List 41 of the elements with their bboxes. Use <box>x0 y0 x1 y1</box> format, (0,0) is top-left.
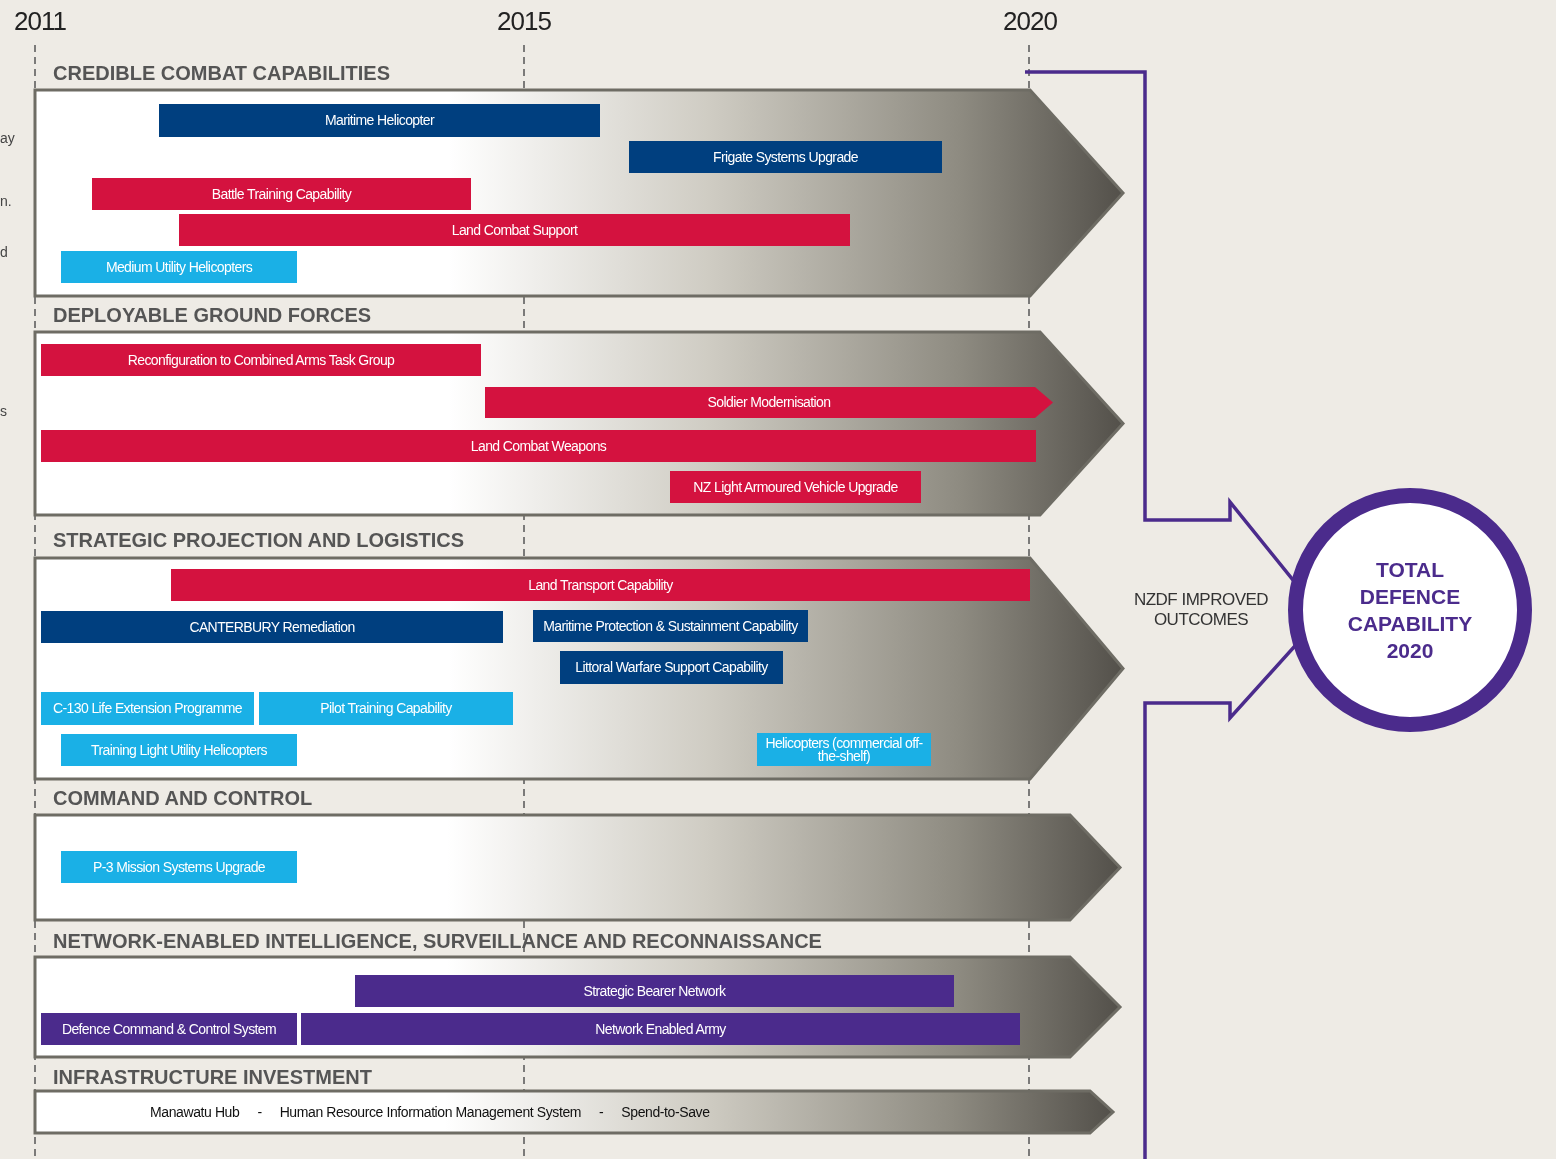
section-heading: NETWORK-ENABLED INTELLIGENCE, SURVEILLANCE AND RECONNAISSANCE <box>53 929 822 953</box>
project-bar: Reconfiguration to Combined Arms Task Group <box>41 344 481 376</box>
project-bar: Soldier Modernisation <box>485 387 1053 418</box>
project-bar: Battle Training Capability <box>92 178 471 210</box>
project-name: - <box>599 1104 604 1120</box>
section-heading: INFRASTRUCTURE INVESTMENT <box>53 1065 372 1089</box>
year-label: 2020 <box>1003 6 1057 37</box>
clipped-text: n. <box>0 193 12 209</box>
section-heading: DEPLOYABLE GROUND FORCES <box>53 303 372 327</box>
project-bar: C-130 Life Extension Programme <box>41 692 254 725</box>
project-bar: Land Combat Support <box>179 214 850 246</box>
project-bar: Maritime Protection & Sustainment Capability <box>533 610 808 642</box>
clipped-text: d <box>0 244 8 260</box>
project-bar: Defence Command & Control System <box>41 1013 297 1045</box>
project-bar: CANTERBURY Remediation <box>41 611 503 643</box>
project-bar: Helicopters (commercial off-the-shelf) <box>757 733 931 766</box>
outcome-label: NZDF IMPROVED OUTCOMES <box>1132 590 1270 630</box>
project-bar: Pilot Training Capability <box>259 692 513 725</box>
clipped-text: s <box>0 403 7 419</box>
clipped-text: ay <box>0 130 15 146</box>
section-heading: CREDIBLE COMBAT CAPABILITIES <box>53 61 391 85</box>
project-bar: Network Enabled Army <box>301 1013 1020 1045</box>
project-bar: Training Light Utility Helicopters <box>61 734 297 766</box>
project-bar: Frigate Systems Upgrade <box>629 141 942 173</box>
goal-circle: TOTAL DEFENCE CAPABILITY 2020 <box>1288 488 1532 732</box>
project-name: - <box>257 1104 262 1120</box>
project-bar: Littoral Warfare Support Capability <box>560 651 783 684</box>
section-heading: COMMAND AND CONTROL <box>53 786 313 810</box>
year-label: 2011 <box>14 6 66 37</box>
year-label: 2015 <box>497 6 551 37</box>
project-bar: Maritime Helicopter <box>159 104 600 137</box>
project-bar: Strategic Bearer Network <box>355 975 954 1007</box>
project-bar: Land Combat Weapons <box>41 430 1036 462</box>
project-name: Human Resource Information Management System <box>279 1104 582 1120</box>
project-bar: Medium Utility Helicopters <box>61 251 297 283</box>
project-bar: Land Transport Capability <box>171 569 1030 601</box>
project-bar: P-3 Mission Systems Upgrade <box>61 851 297 883</box>
project-name: Spend-to-Save <box>621 1104 710 1120</box>
section-heading: STRATEGIC PROJECTION AND LOGISTICS <box>53 528 465 552</box>
project-bar: NZ Light Armoured Vehicle Upgrade <box>670 471 921 503</box>
project-name: Manawatu Hub <box>150 1104 240 1120</box>
